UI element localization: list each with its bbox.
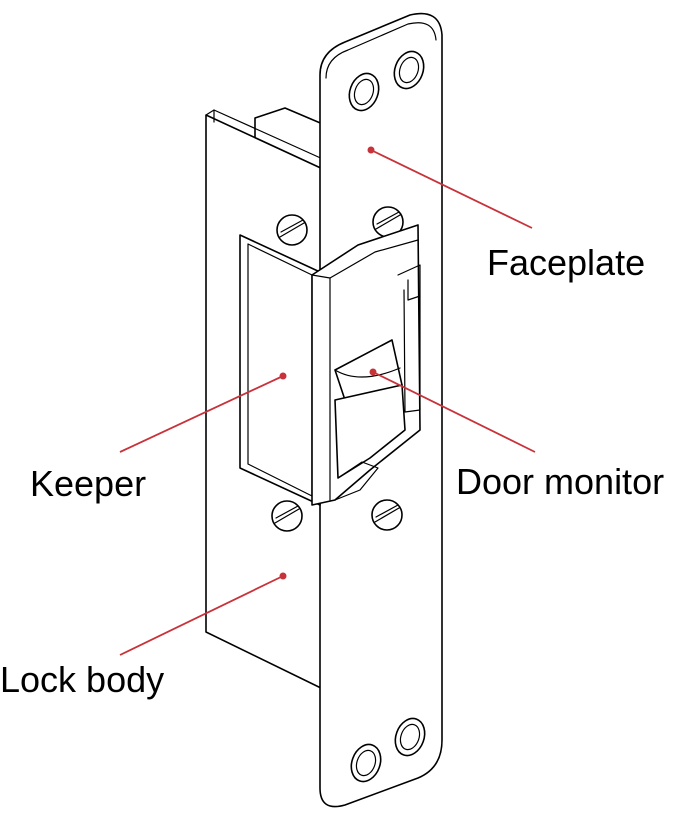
faceplate-leader xyxy=(370,149,533,229)
door-monitor-leader-dot xyxy=(369,368,377,376)
keeper-label: Keeper xyxy=(30,463,147,504)
faceplate-leader-dot xyxy=(367,146,375,154)
door-monitor-part xyxy=(334,264,421,501)
faceplate-label: Faceplate xyxy=(487,242,646,283)
door-monitor-leader xyxy=(372,371,536,453)
keeper-leader-dot xyxy=(279,372,287,380)
lock-body-leader-dot xyxy=(279,572,287,580)
screws xyxy=(271,206,404,532)
lock-body-label: Lock body xyxy=(0,659,165,700)
keeper-leader xyxy=(119,375,284,453)
door-monitor-label: Door monitor xyxy=(456,461,665,502)
leader-lines xyxy=(119,146,536,656)
lock-body-leader xyxy=(119,575,284,656)
